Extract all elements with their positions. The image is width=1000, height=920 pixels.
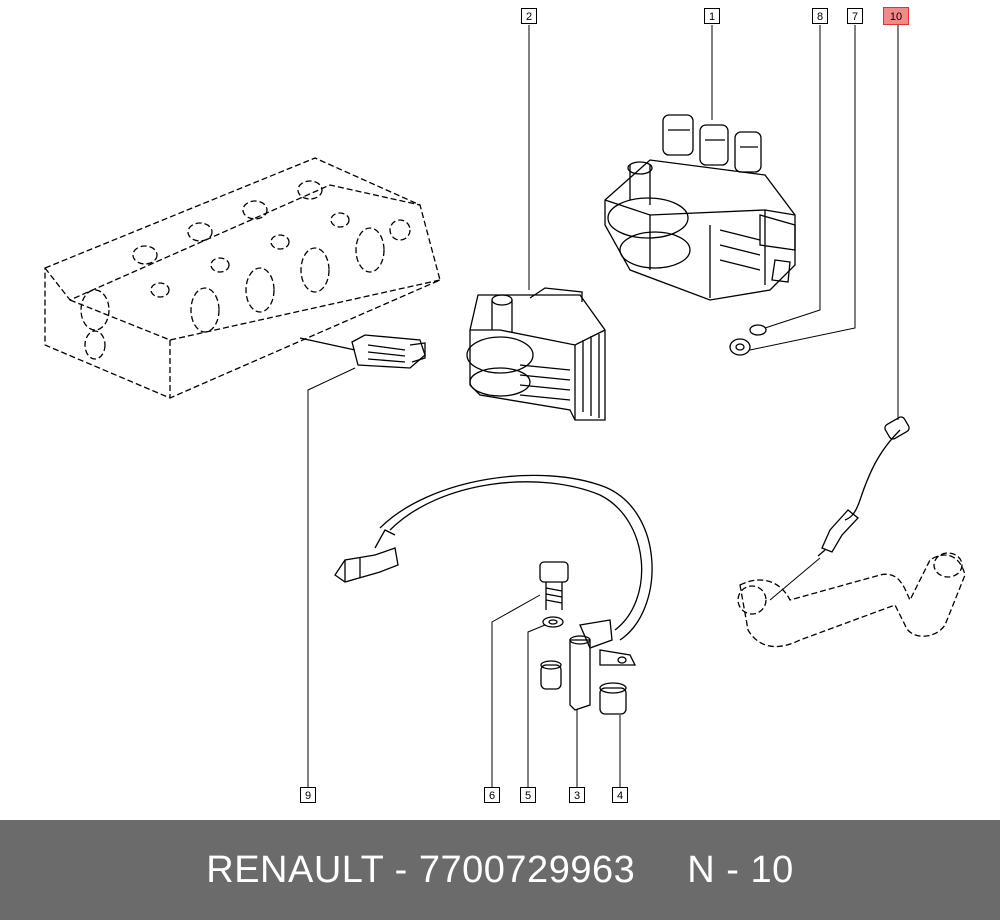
- ignition-coil-2-drawing: [466, 287, 606, 421]
- callout-1[interactable]: 1: [704, 8, 720, 24]
- ignition-module-1-drawing: [604, 114, 796, 301]
- washer-nut-drawing: [729, 324, 767, 356]
- harness-3-drawing: [334, 474, 653, 711]
- sensor-9-drawing: [299, 334, 426, 369]
- leader-lines: [307, 25, 899, 788]
- callout-9[interactable]: 9: [300, 787, 316, 803]
- callout-7[interactable]: 7: [847, 8, 863, 24]
- footer-bar: RENAULT - 7700729963 N - 10: [0, 820, 1000, 920]
- callout-8[interactable]: 8: [812, 8, 828, 24]
- callout-4[interactable]: 4: [612, 787, 628, 803]
- callout-6[interactable]: 6: [484, 787, 500, 803]
- callout-3[interactable]: 3: [569, 787, 585, 803]
- cylinder-head-drawing: [44, 157, 441, 399]
- callout-5[interactable]: 5: [520, 787, 536, 803]
- callout-2[interactable]: 2: [521, 8, 537, 24]
- footer-brand-part-number: RENAULT - 7700729963: [206, 848, 636, 891]
- bolt-washer-spacers-drawing: [539, 561, 627, 715]
- oxygen-sensor-10-drawing: [817, 416, 910, 557]
- footer-position: N - 10: [687, 848, 794, 891]
- exhaust-pipe-drawing: [737, 552, 966, 648]
- callout-10[interactable]: 10: [883, 7, 909, 25]
- parts-diagram: [44, 25, 966, 788]
